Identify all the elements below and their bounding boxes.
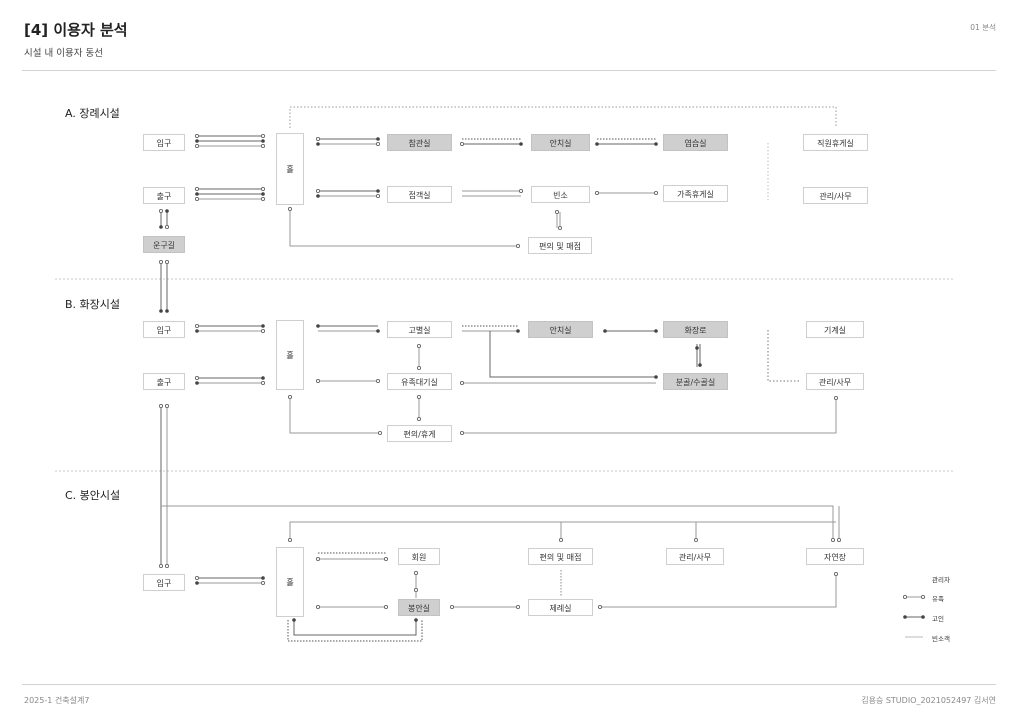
a-office-node: 관리/사무 <box>803 187 868 204</box>
c-hall-node: 홀 <box>276 547 304 617</box>
b-encoffin-room-node: 안치실 <box>528 321 593 338</box>
page-title: [4] 이용자 분석 <box>24 21 128 39</box>
section-b-connectors <box>160 325 837 566</box>
section-c-connectors <box>161 505 840 642</box>
b-hall-node: 홀 <box>276 320 304 390</box>
b-entrance-node: 입구 <box>143 321 185 338</box>
legend-mortuary-user: 빈소객 <box>932 635 950 643</box>
b-ash-room-node: 분골/수골실 <box>663 373 728 390</box>
footer-divider <box>22 684 996 685</box>
a-encoffin-room-node: 안치실 <box>531 134 590 151</box>
c-memorial-room-node: 제례실 <box>528 599 593 616</box>
a-ritual-room-node: 염습실 <box>663 134 728 151</box>
legend-title: 관리자 <box>932 576 950 584</box>
b-family-waiting-node: 유족대기실 <box>387 373 452 390</box>
section-c-title: C. 봉안시설 <box>65 489 121 502</box>
page-tag: 01 분석 <box>970 23 996 32</box>
c-enshrine-room-node: 봉안실 <box>398 599 440 616</box>
b-exit-node: 출구 <box>143 373 185 390</box>
a-mortuary-node: 빈소 <box>531 186 590 203</box>
legend-lines <box>902 594 926 638</box>
legend-bereaved: 유족 <box>932 595 944 603</box>
c-office-node: 관리/사무 <box>666 548 724 565</box>
a-family-lounge-node: 가족휴게실 <box>663 185 728 202</box>
c-entrance-node: 입구 <box>143 574 185 591</box>
c-hall-label: 홀 <box>286 577 294 587</box>
footer-author: 김용승 STUDIO_2021052497 김서연 <box>861 696 996 705</box>
b-office-node: 관리/사무 <box>806 373 864 390</box>
a-hearse-node: 운구길 <box>143 236 185 253</box>
c-convenience-node: 편의 및 매점 <box>528 548 593 565</box>
a-hall-node: 홀 <box>276 133 304 205</box>
a-entrance-node: 입구 <box>143 134 185 151</box>
section-a-connectors <box>160 106 837 311</box>
a-reception-room-node: 접객실 <box>387 186 452 203</box>
b-cremator-node: 화장로 <box>663 321 728 338</box>
b-convenience-node: 편의/휴게 <box>387 425 452 442</box>
connector-endpoints <box>158 133 842 622</box>
a-staff-lounge-node: 직원휴게실 <box>803 134 868 151</box>
section-b-title: B. 화장시설 <box>65 298 121 311</box>
b-hall-label: 홀 <box>286 350 294 360</box>
b-machine-room-node: 기계실 <box>806 321 864 338</box>
footer-course: 2025-1 건축설계7 <box>24 696 90 705</box>
c-meeting-room-node: 회원 <box>398 548 440 565</box>
section-a-title: A. 장례시설 <box>65 107 120 120</box>
a-mourning-room-node: 참관실 <box>387 134 452 151</box>
b-farewell-room-node: 고별실 <box>387 321 452 338</box>
a-convenience-node: 편의 및 매점 <box>528 237 592 254</box>
a-exit-node: 출구 <box>143 187 185 204</box>
header-divider <box>22 70 996 71</box>
c-natural-burial-node: 자연장 <box>806 548 864 565</box>
a-hall-label: 홀 <box>286 164 294 174</box>
page-subtitle: 시설 내 이용자 동선 <box>24 48 103 59</box>
legend-deceased: 고인 <box>932 615 944 623</box>
